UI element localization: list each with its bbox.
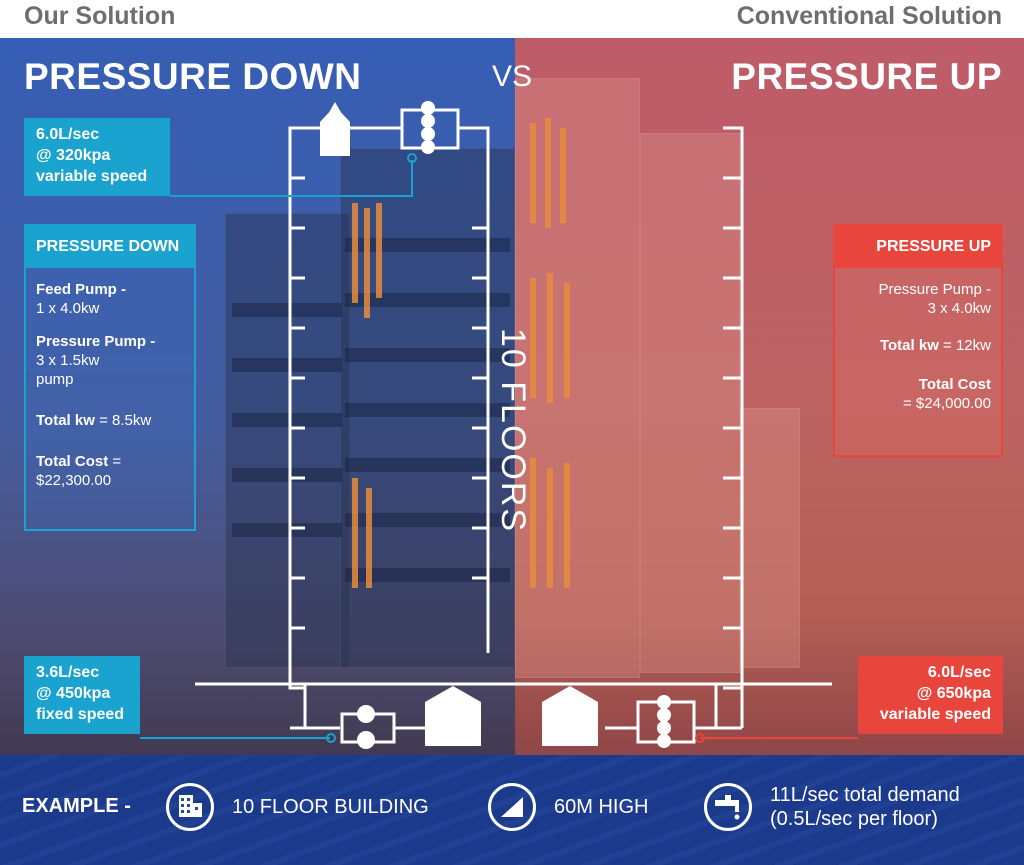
callout-pressure: @ 650kpa: [916, 685, 991, 702]
demand-item: 11L/sec total demand (0.5L/sec per floor…: [770, 783, 960, 831]
pressure-down-panel: PRESSURE DOWN Feed Pump - 1 x 4.0kw Pres…: [24, 224, 196, 531]
total-cost-value: = $24,000.00: [902, 395, 991, 412]
tap-icon: [704, 783, 752, 831]
example-label: EXAMPLE -: [22, 795, 131, 817]
vs-label: VS: [492, 60, 533, 93]
conventional-solution-label: Conventional Solution: [736, 2, 1002, 30]
bottom-left-callout: 3.6L/sec @ 450kpa fixed speed: [24, 656, 140, 734]
pressure-pump-label: Pressure Pump -: [878, 281, 991, 298]
feed-pump-value: 1 x 4.0kw: [36, 300, 100, 317]
pressure-up-title: PRESSURE UP: [731, 56, 1002, 97]
top-labels: Our Solution Conventional Solution: [0, 0, 1024, 38]
pressure-up-panel: PRESSURE UP Pressure Pump - 3 x 4.0kw To…: [833, 224, 1003, 457]
example-bar: EXAMPLE - 10 FLOOR BUILDING 60M HIGH: [0, 755, 1024, 865]
our-solution-label: Our Solution: [24, 2, 176, 30]
callout-flow: 3.6L/sec: [36, 664, 100, 681]
demand-per-floor: (0.5L/sec per floor): [770, 808, 938, 830]
panel-body: Pressure Pump - 3 x 4.0kw Total kw = 12k…: [835, 268, 1001, 419]
floors-label: 10 FLOORS: [494, 328, 532, 534]
callout-speed: variable speed: [36, 168, 148, 185]
total-cost-label: Total Cost: [918, 376, 991, 393]
height-item: 60M HIGH: [554, 796, 649, 818]
demand-total: 11L/sec total demand: [770, 784, 960, 806]
pressure-pump-value: 3 x 1.5kw: [36, 352, 100, 369]
callout-flow: 6.0L/sec: [36, 126, 100, 143]
pipe-diagram: [140, 101, 858, 749]
callout-speed: fixed speed: [36, 706, 125, 723]
panel-body: Feed Pump - 1 x 4.0kw Pressure Pump - 3 …: [26, 268, 194, 496]
total-cost-eq: =: [108, 453, 122, 470]
callout-pressure: @ 320kpa: [36, 147, 111, 164]
top-left-callout: 6.0L/sec @ 320kpa variable speed: [24, 118, 170, 196]
slope-icon: [488, 783, 536, 831]
building-icon: [166, 783, 214, 831]
total-kw-label: Total kw: [36, 412, 95, 429]
comparison-scene: PRESSURE DOWN VS PRESSURE UP 6.0L/sec @ …: [0, 38, 1024, 755]
pressure-pump-label: Pressure Pump -: [36, 333, 156, 350]
bottom-right-callout: 6.0L/sec @ 650kpa variable speed: [858, 656, 1003, 734]
total-kw-label: Total kw: [879, 337, 939, 354]
total-kw-value: = 8.5kw: [94, 412, 152, 429]
total-cost-label: Total Cost: [36, 453, 109, 470]
feed-pump-label: Feed Pump -: [36, 281, 127, 298]
callout-flow: 6.0L/sec: [927, 664, 991, 681]
callout-pressure: @ 450kpa: [36, 685, 111, 702]
total-kw-value: = 12kw: [938, 337, 991, 354]
panel-heading: PRESSURE UP: [835, 226, 1001, 268]
right-red-half: [515, 38, 1024, 755]
pressure-down-title: PRESSURE DOWN: [24, 56, 362, 97]
callout-speed: variable speed: [879, 706, 991, 723]
pressure-pump-unit: pump: [36, 371, 74, 388]
total-cost-value: $22,300.00: [36, 472, 112, 489]
pressure-pump-value: 3 x 4.0kw: [927, 300, 991, 317]
floors-item: 10 FLOOR BUILDING: [232, 796, 429, 818]
panel-heading: PRESSURE DOWN: [26, 226, 194, 268]
